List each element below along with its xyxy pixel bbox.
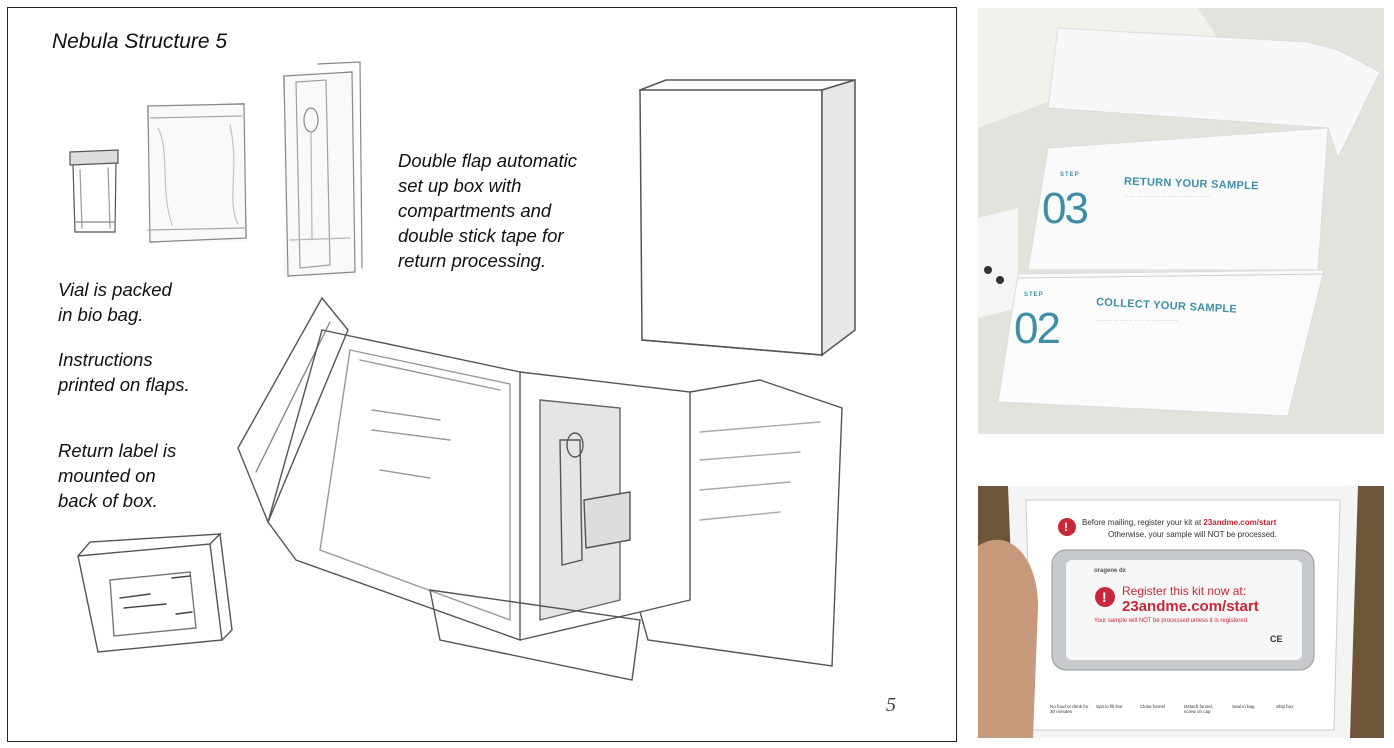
step-1: No food or drink for 30 minutes: [1050, 704, 1089, 714]
step2-number: 02: [1014, 304, 1061, 353]
label-heading: Register this kit now at:: [1122, 584, 1247, 598]
banner-line1: Before mailing, register your kit at 23a…: [1082, 518, 1277, 527]
label-warning: Your sample will NOT be processed unless…: [1094, 618, 1249, 624]
tube-wrapper-sketch: [283, 61, 363, 277]
open-box-sketch: [237, 296, 843, 681]
sketch-board: [7, 7, 957, 742]
sketch-title: Nebula Structure 5: [52, 30, 228, 53]
photo-kit-flaps-shapes: [978, 8, 1384, 434]
step3-number: 03: [1042, 184, 1089, 233]
photo-kit-flaps: STEP 03 RETURN YOUR SAMPLE ·· ··· ······…: [978, 8, 1384, 434]
step-5: Seal in bag: [1232, 704, 1255, 709]
step-2: Spit to fill line: [1096, 704, 1123, 709]
closed-box-sketch: [639, 78, 856, 357]
step2-label: STEP: [1024, 292, 1044, 298]
photo-kit-registration: ! ! Before mailing, register your kit at…: [978, 486, 1384, 738]
bio-bag-sketch: [147, 103, 247, 243]
ce-mark: CE: [1270, 634, 1283, 644]
step-6: Ship box: [1276, 704, 1294, 709]
brand-label: oragene dx: [1094, 568, 1127, 574]
step3-label: STEP: [1060, 172, 1080, 178]
step-4: Detach funnel, screw on cap: [1184, 704, 1214, 714]
label-url: 23andme.com/start: [1122, 598, 1259, 615]
note-vial: Vial is packed in bio bag.: [58, 279, 172, 325]
step-3: Close funnel: [1140, 704, 1166, 709]
packaging-sketches: [69, 61, 856, 681]
box-description: Double flap automatic set up box with co…: [398, 150, 577, 271]
note-return-label: Return label is mounted on back of box.: [58, 440, 177, 511]
return-box-sketch: [77, 532, 233, 653]
photo-kit-registration-shapes: [978, 486, 1384, 738]
vial-sketch: [69, 149, 119, 233]
banner-line2: Otherwise, your sample will NOT be proce…: [1108, 530, 1277, 539]
page-number: 5: [886, 694, 896, 716]
note-instructions: Instructions printed on flaps.: [58, 349, 190, 395]
